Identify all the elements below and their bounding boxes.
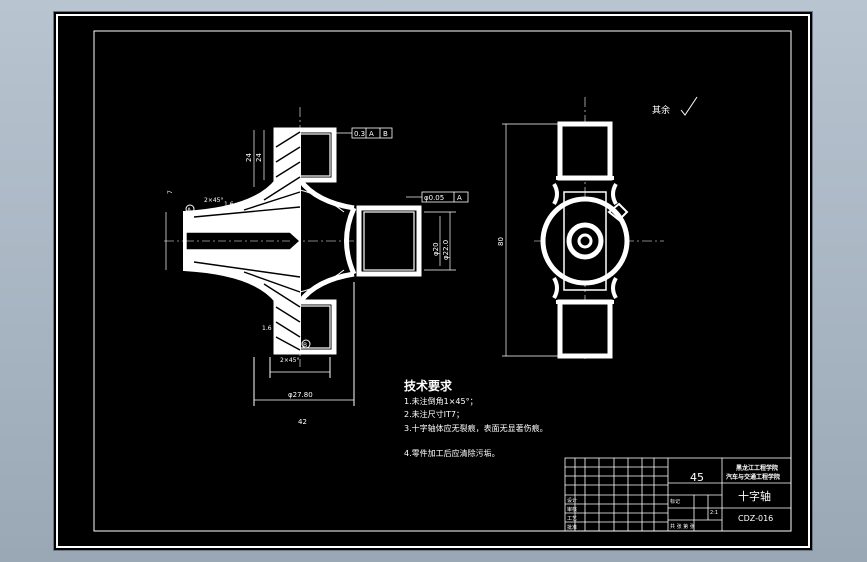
dim-42: 42 (298, 418, 307, 426)
title-block (564, 457, 792, 532)
drawing-viewport[interactable]: 其余 (54, 12, 812, 550)
row-label-e: 批准 (567, 525, 578, 531)
section-view (164, 107, 456, 406)
row-label-b: 设计 (567, 498, 578, 504)
tol-upper-value: 0.3 (354, 130, 365, 138)
roughness-note: 其余 (652, 104, 670, 116)
dim-1-6: 1.6 (224, 201, 234, 208)
school-line-2: 汽车与交通工程学院 (726, 474, 781, 481)
dim-24-a: 24 (245, 153, 253, 162)
requirement-4: 4.零件加工后应清除污垢。 (404, 449, 500, 458)
front-view (502, 97, 664, 362)
row-label-c: 审核 (567, 507, 578, 513)
sheet-count: 共 张 第 张 (670, 524, 695, 530)
tolerance-frame-right: φ0.05 A (406, 191, 469, 203)
tol-upper-datum-a: A (369, 130, 374, 138)
drawing-number: CDZ-016 (738, 514, 774, 523)
requirements-title: 技术要求 (404, 379, 453, 393)
dim-80: 80 (497, 237, 505, 246)
dim-dia-22-a: φ22.0 (442, 240, 450, 260)
dim-chamfer-b: 2×45° (280, 357, 299, 364)
dim-1-6b: 1.6 (262, 325, 272, 332)
row-label-a: 标记 (670, 499, 681, 505)
datum-a-label: A (187, 207, 192, 214)
requirement-1: 1.未注倒角1×45°； (404, 397, 478, 406)
material-label: 45 (690, 471, 704, 484)
roughness-symbol-icon (680, 96, 698, 116)
tol-right-datum: A (457, 194, 462, 202)
inner-frame (93, 30, 792, 532)
school-line-1: 黑龙江工程学院 (736, 465, 779, 472)
part-name: 十字轴 (738, 490, 771, 503)
datum-a-marker (185, 204, 195, 214)
requirement-3: 3.十字轴体应无裂痕，表面无显著伤痕。 (404, 424, 548, 433)
scale-label: 2:1 (710, 510, 719, 516)
dim-24-b: 24 (255, 153, 263, 162)
dim-chamfer-a: 2×45° (204, 197, 223, 204)
dim-dia-22-b: φ20 (432, 242, 440, 256)
datum-b-marker (301, 339, 311, 349)
cad-drawing: 其余 (56, 14, 810, 548)
tol-right-value: φ0.05 (424, 194, 444, 202)
datum-b-label: B (303, 342, 307, 349)
requirement-2: 2.未注尺寸IT7； (404, 410, 464, 419)
outer-frame (56, 14, 810, 548)
tolerance-frame-upper: 0.3 A B (334, 127, 393, 139)
row-label-d: 工艺 (567, 516, 578, 522)
tol-upper-datum-b: B (383, 130, 388, 138)
dim-7: 7 (167, 190, 174, 194)
dim-dia-27: φ27.80 (288, 391, 313, 399)
